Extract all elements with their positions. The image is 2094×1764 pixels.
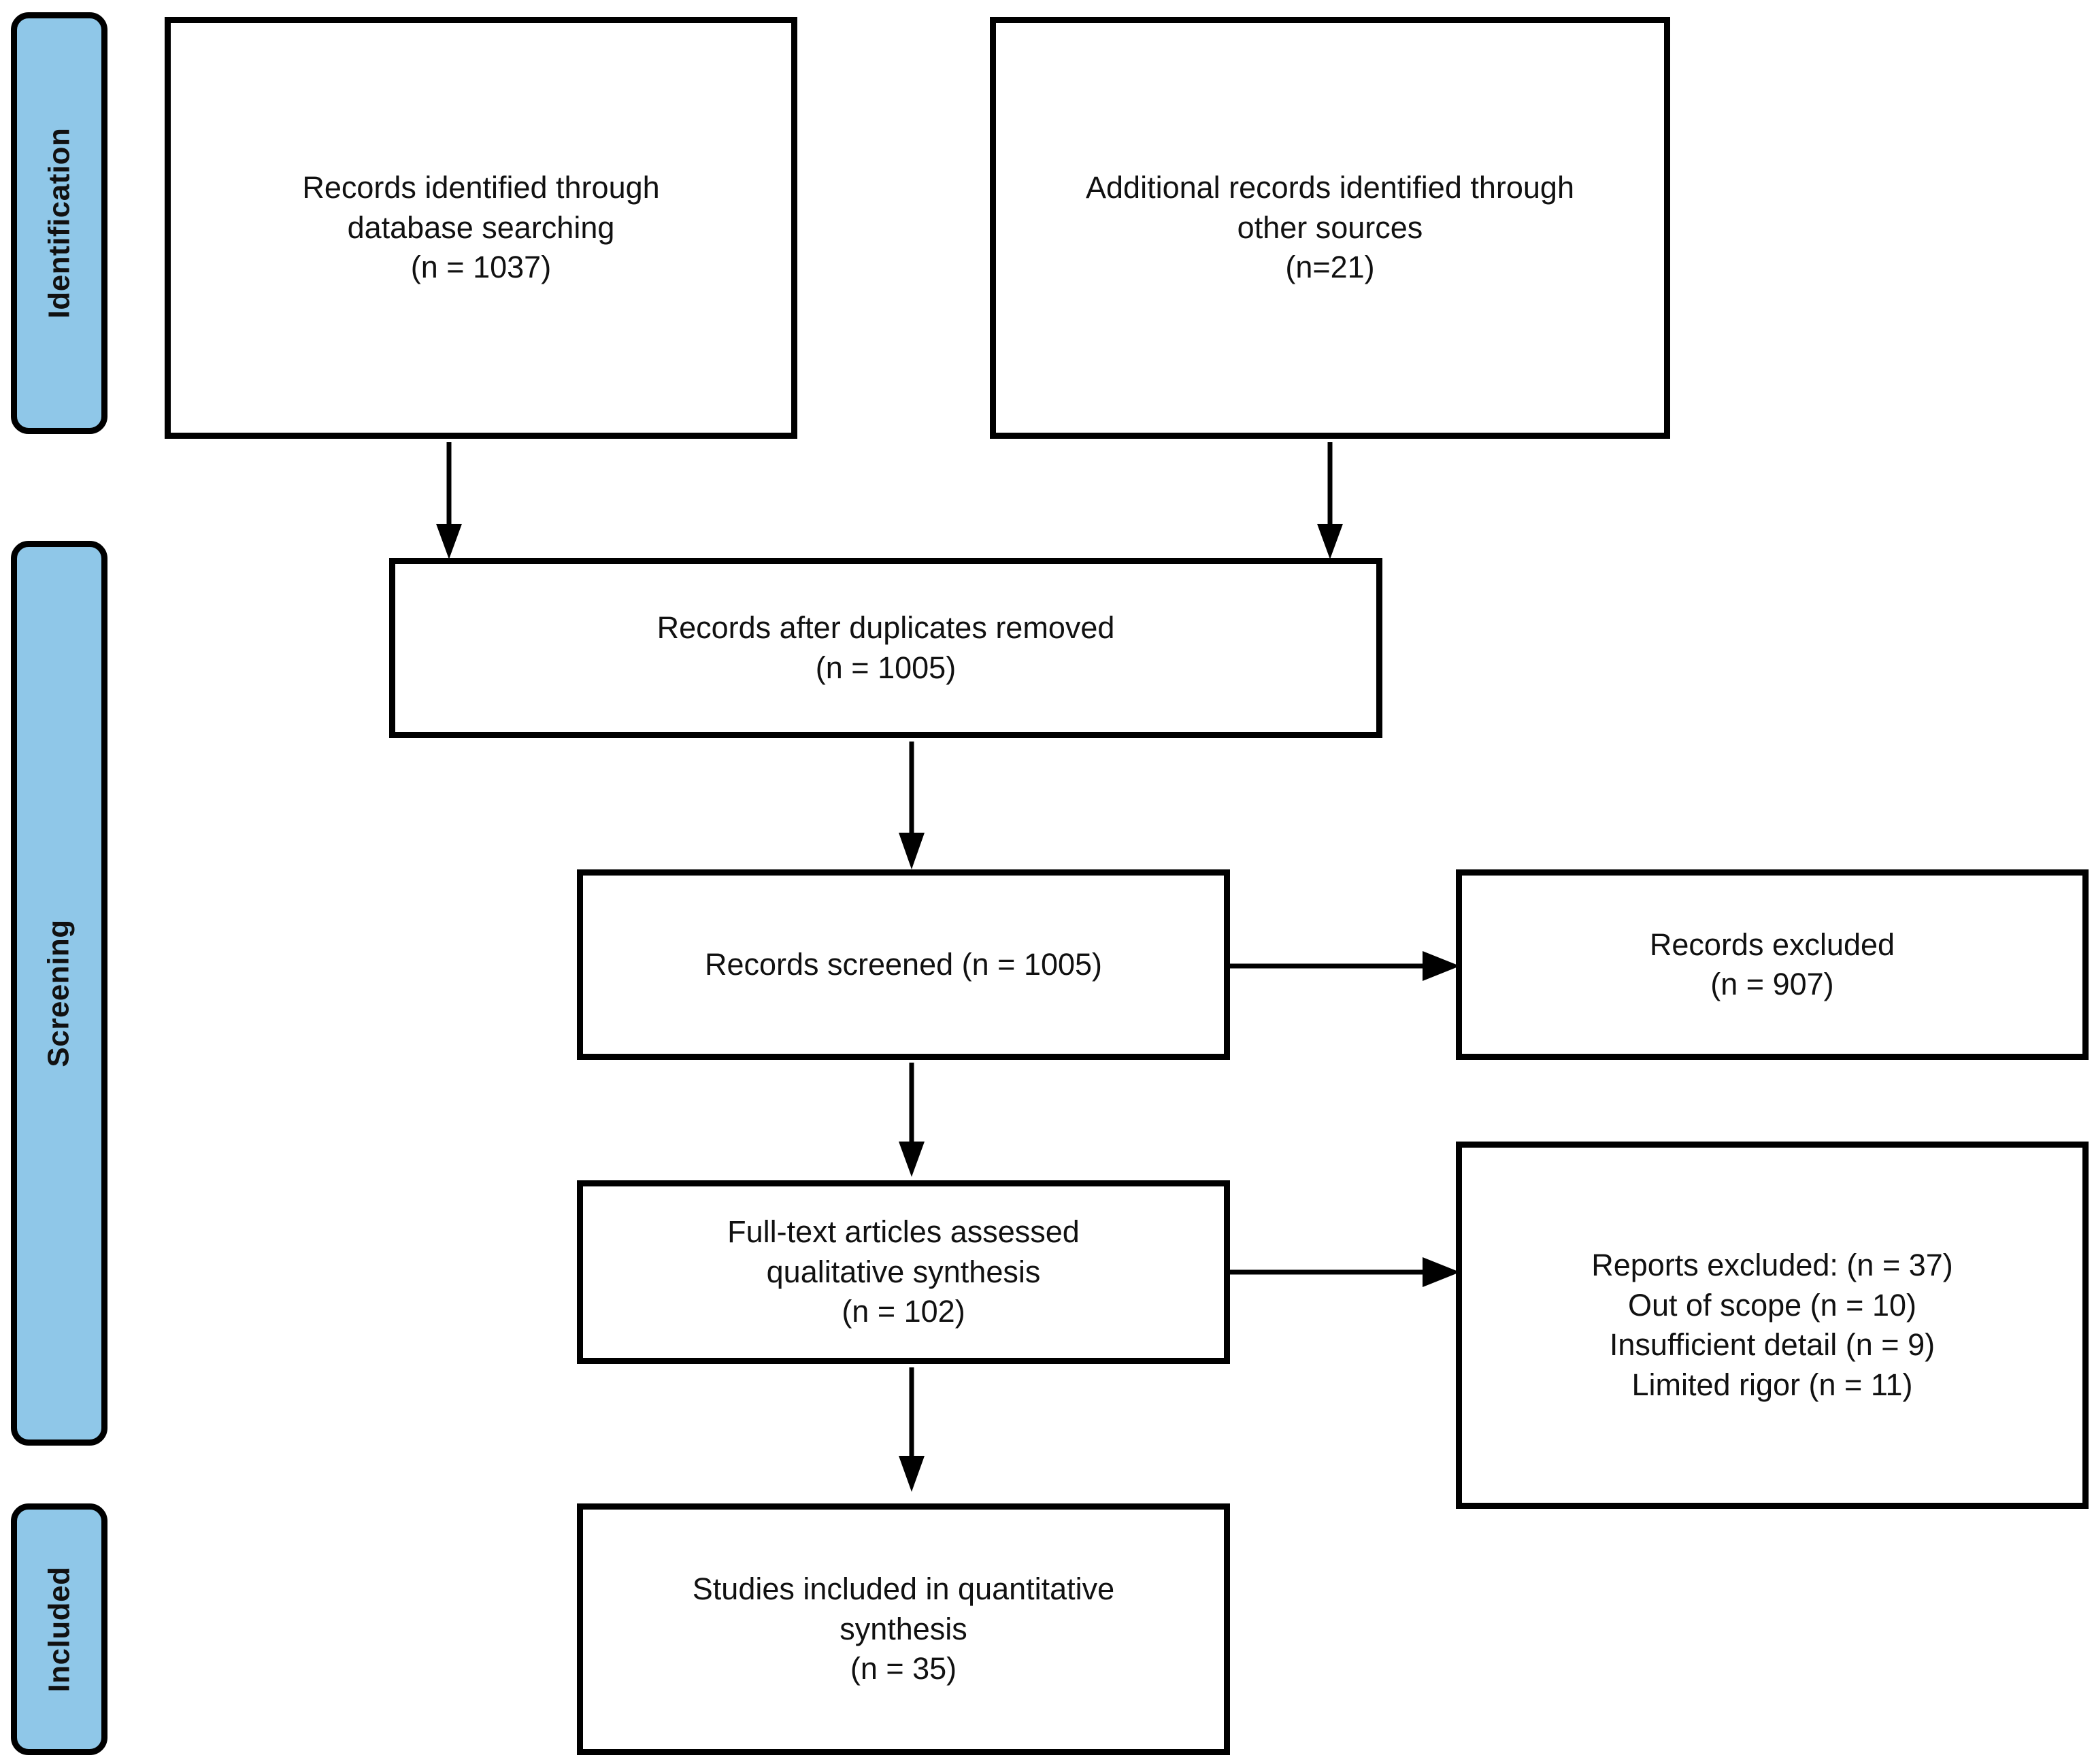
box-fulltext-assessed-text: Full-text articles assessed qualitative … [727,1214,1080,1329]
arrow-additional-to-duplicates [1303,442,1357,561]
box-records-identified: Records identified through database sear… [165,17,797,439]
stage-bar-included: Included [11,1503,107,1755]
stage-bar-identification: Identification [11,12,107,434]
box-records-excluded: Records excluded (n = 907) [1456,869,2089,1060]
box-fulltext-assessed: Full-text articles assessed qualitative … [577,1180,1230,1364]
box-records-screened: Records screened (n = 1005) [577,869,1230,1060]
box-duplicates-removed: Records after duplicates removed (n = 10… [389,558,1382,738]
box-records-identified-text: Records identified through database sear… [302,170,660,285]
box-additional-records: Additional records identified through ot… [990,17,1670,439]
arrow-duplicates-to-screened [884,742,939,871]
box-studies-included-text: Studies included in quantitative synthes… [692,1571,1115,1686]
stage-bar-screening: Screening [11,541,107,1446]
box-records-screened-text: Records screened (n = 1005) [704,946,1103,982]
box-studies-included: Studies included in quantitative synthes… [577,1503,1230,1755]
stage-label-screening: Screening [42,919,76,1067]
arrow-fulltext-to-reports-excluded [1230,1248,1465,1296]
box-records-excluded-text: Records excluded (n = 907) [1649,927,1895,1002]
arrow-fulltext-to-studies-included [884,1367,939,1493]
box-reports-excluded: Reports excluded: (n = 37) Out of scope … [1456,1142,2089,1509]
arrow-screened-to-excluded [1230,942,1465,990]
box-reports-excluded-text: Reports excluded: (n = 37) Out of scope … [1591,1248,1953,1402]
stage-label-included: Included [42,1566,76,1693]
box-duplicates-removed-text: Records after duplicates removed (n = 10… [657,610,1115,685]
stage-label-identification: Identification [42,127,76,319]
arrow-screened-to-fulltext [884,1063,939,1178]
box-additional-records-text: Additional records identified through ot… [1086,170,1574,285]
arrow-identified-to-duplicates [422,442,476,561]
